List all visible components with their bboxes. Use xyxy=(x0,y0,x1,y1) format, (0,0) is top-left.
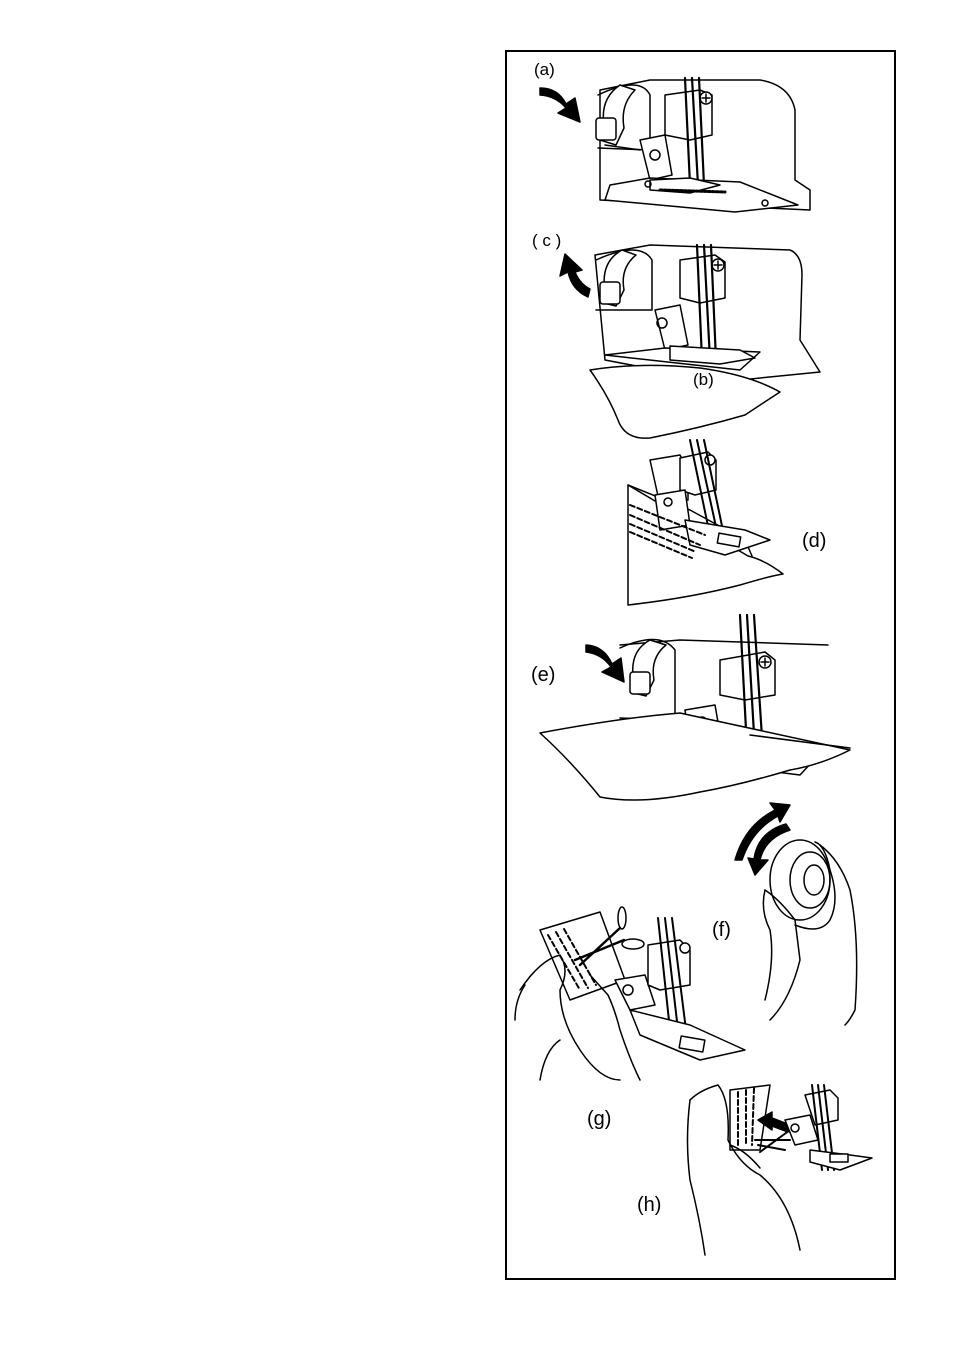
panel-f-handwheel xyxy=(735,803,857,1025)
arrow-down-icon xyxy=(540,88,580,122)
fabric-piece-icon xyxy=(590,365,780,438)
label-e: (e) xyxy=(531,665,555,685)
label-b: (b) xyxy=(693,371,714,388)
label-h: (h) xyxy=(637,1195,661,1215)
label-c: ( c ) xyxy=(532,232,561,249)
label-g: (g) xyxy=(587,1109,611,1129)
panel-d-stitching xyxy=(628,440,783,605)
arrow-up-icon xyxy=(560,254,590,297)
panel-a-machine xyxy=(596,78,810,212)
panel-g-cutting xyxy=(515,907,745,1080)
panel-e-machine xyxy=(540,615,850,800)
panel-c-machine xyxy=(595,245,820,382)
label-a: (a) xyxy=(534,61,555,78)
arrow-down-icon xyxy=(586,645,624,682)
handwheel-icon xyxy=(770,840,830,920)
label-f: (f) xyxy=(712,920,731,940)
presser-foot-lever-icon xyxy=(630,640,666,696)
panel-h-pull-thread xyxy=(688,1085,873,1255)
presser-foot-lever-icon xyxy=(600,250,636,306)
label-d: (d) xyxy=(802,531,826,551)
